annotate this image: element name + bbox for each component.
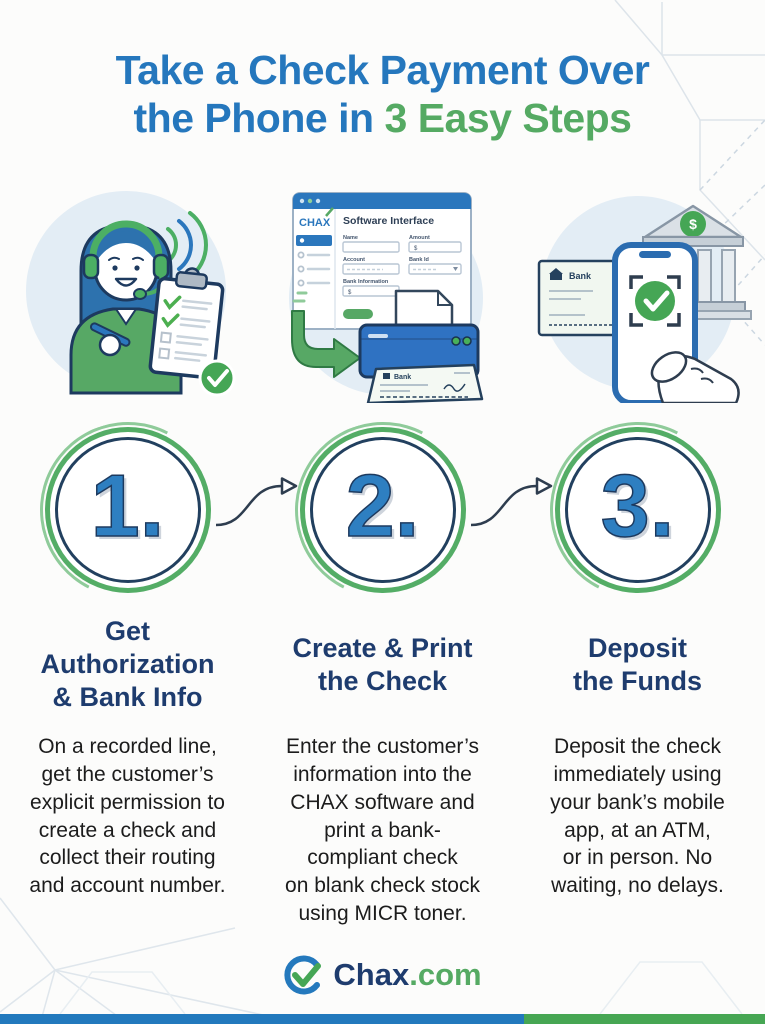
brand-domain: .com <box>409 957 482 992</box>
input-amount <box>407 241 462 253</box>
brand-name: Chax <box>333 957 410 992</box>
step2-heading: Create & Print the Check <box>292 632 473 696</box>
footer-brand: Chax .com <box>333 957 481 993</box>
scan-checkmark-icon <box>634 280 675 321</box>
printer-icon <box>358 289 479 379</box>
bottom-bar-green-segment <box>524 1014 765 1024</box>
svg-text:$: $ <box>414 246 418 252</box>
illustration-step3: $ Bank <box>510 173 765 403</box>
field-label-bank-id: Bank Id <box>409 257 429 263</box>
dropdown-caret-icon <box>452 266 458 271</box>
svg-text:$: $ <box>348 290 352 296</box>
scan-frame-icon <box>628 275 681 327</box>
clipboard-icon <box>148 266 224 380</box>
title-line2-blue: the Phone in <box>133 95 375 142</box>
input-account <box>341 263 400 275</box>
step3-body: Deposit the check immediately using your… <box>550 734 725 898</box>
field-label-amount: Amount <box>409 235 430 241</box>
title-line1: Take a Check Payment Over <box>115 47 650 93</box>
step2-number-circle: 2. <box>255 426 510 593</box>
chax-logo-icon <box>284 955 322 995</box>
step-headings-row: Get Authorization & Bank Info Create & P… <box>0 613 765 717</box>
step1-number-circle: 1. <box>0 426 255 593</box>
sidebar-selected-item <box>295 234 332 246</box>
step1-heading: Get Authorization & Bank Info <box>40 616 215 713</box>
window-titlebar <box>292 192 471 209</box>
connector-arrow-1-icon <box>215 477 298 526</box>
title-line2-green: 3 Easy Steps <box>384 95 633 142</box>
bottom-accent-bar <box>0 1014 765 1024</box>
input-name <box>341 241 400 253</box>
step1-body: On a recorded line, get the customer’s e… <box>29 734 226 898</box>
step1-number: 1. <box>90 455 165 555</box>
step3-number: 3. <box>600 455 675 555</box>
mobile-deposit-illustration-icon: $ Bank <box>537 195 752 403</box>
arrow-down-right-icon <box>290 309 361 378</box>
illustrations-row: CHAX Software Interface Name Amount Acco <box>0 173 765 403</box>
deposit-check-bank-label: Bank <box>569 271 592 281</box>
bank-dollar-sign: $ <box>689 216 697 232</box>
connector-arrow-2-icon <box>470 477 553 526</box>
window-title: Software Interface <box>343 215 434 227</box>
software-printer-illustration-icon: CHAX Software Interface Name Amount Acco <box>288 191 483 403</box>
sidebar-menu-items <box>306 253 330 284</box>
illustration-step1 <box>0 173 255 403</box>
step3-number-circle: 3. <box>510 426 765 593</box>
hand-icon <box>650 350 740 403</box>
submit-button <box>342 308 373 319</box>
printed-check-bank-label: Bank <box>394 374 411 381</box>
printed-check-icon: Bank <box>366 363 483 403</box>
step2-body: Enter the customer’s information into th… <box>285 734 480 926</box>
footer: Chax .com <box>0 954 765 996</box>
pen-icon <box>89 322 130 356</box>
bottom-bar-blue-segment <box>0 1014 525 1024</box>
field-label-name: Name <box>343 235 358 241</box>
step-numbers-row: 1. 2. 3. <box>0 417 765 603</box>
page-title: Take a Check Payment Over the Phone in 3… <box>0 46 765 143</box>
chax-logo-text: CHAX <box>299 217 331 229</box>
illustration-step2: CHAX Software Interface Name Amount Acco <box>255 173 510 403</box>
checkmark-badge-icon <box>198 359 235 397</box>
input-bank-information <box>341 285 400 297</box>
field-label-account: Account <box>343 257 365 263</box>
step2-number: 2. <box>345 455 420 555</box>
step3-heading: Deposit the Funds <box>573 632 702 696</box>
field-label-bank-information: Bank Information <box>343 279 389 285</box>
signature-squiggle <box>442 383 466 392</box>
support-agent-illustration-icon <box>25 190 235 397</box>
step-bodies-row: On a recorded line, get the customer’s e… <box>0 733 765 928</box>
